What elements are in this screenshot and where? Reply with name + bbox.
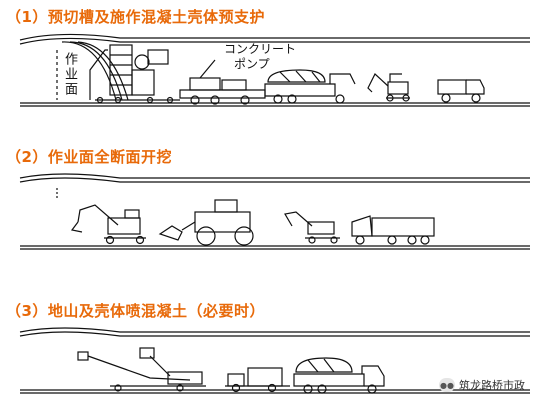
support-truck (225, 367, 290, 393)
mixer-truck-1 (264, 69, 356, 104)
watermark-text: 筑龙路桥市政 (459, 379, 525, 392)
step-1-tunnel (19, 33, 530, 107)
small-excavator-2 (284, 211, 340, 244)
slot-cutting-machine (89, 44, 180, 104)
shotcrete-machine (77, 347, 206, 392)
wheel-loader (158, 199, 254, 246)
watermark: ●● 筑龙路桥市政 (439, 377, 525, 393)
concrete-pump-truck (179, 59, 266, 105)
mixer-truck-2 (293, 357, 385, 394)
small-excavator-1 (367, 73, 410, 102)
dump-truck-1 (437, 79, 485, 103)
dump-truck-2 (351, 215, 435, 245)
step-2-tunnel (19, 173, 530, 250)
step-3-title: （3）地山及壳体喷混凝土（必要时） (6, 302, 265, 320)
step-2-title: （2）作业面全断面开挖 (6, 148, 172, 166)
wechat-icon: ●● (439, 378, 455, 392)
large-excavator (70, 204, 146, 245)
step-1-title: （1）预切槽及施作混凝土壳体预支护 (6, 8, 265, 26)
working-face-label: 作业面 (62, 52, 77, 97)
concrete-pump-label: コンクリート ポンプ (224, 42, 297, 71)
